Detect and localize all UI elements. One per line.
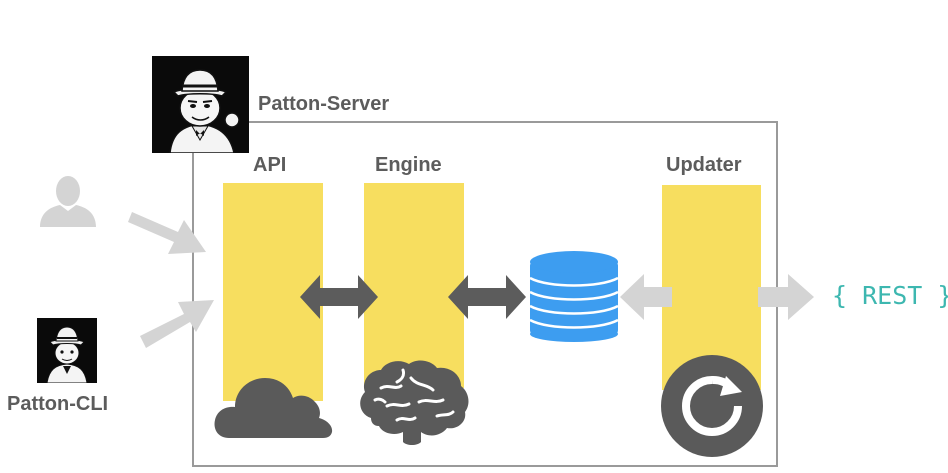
api-engine-double-arrow-icon xyxy=(300,275,378,319)
cloud-icon xyxy=(213,366,333,438)
database-icon xyxy=(528,250,620,342)
cli-to-api-arrow-icon xyxy=(138,294,214,350)
updater-label: Updater xyxy=(666,154,742,176)
refresh-icon xyxy=(660,354,764,458)
cli-label: Patton-CLI xyxy=(7,393,109,415)
updater-to-rest-arrow-icon xyxy=(758,274,814,320)
user-to-api-arrow-icon xyxy=(128,206,208,256)
server-title: Patton-Server xyxy=(258,93,390,115)
engine-label: Engine xyxy=(375,154,442,176)
cli-mascot-icon xyxy=(37,318,97,383)
server-mascot-icon xyxy=(152,56,249,153)
engine-database-double-arrow-icon xyxy=(448,275,526,319)
user-silhouette-icon xyxy=(38,175,98,227)
updater-to-database-arrow-icon xyxy=(620,274,672,320)
api-label: API xyxy=(253,154,287,176)
rest-label: { REST } xyxy=(832,281,948,310)
brain-icon xyxy=(357,358,471,446)
engine-column xyxy=(364,183,464,388)
